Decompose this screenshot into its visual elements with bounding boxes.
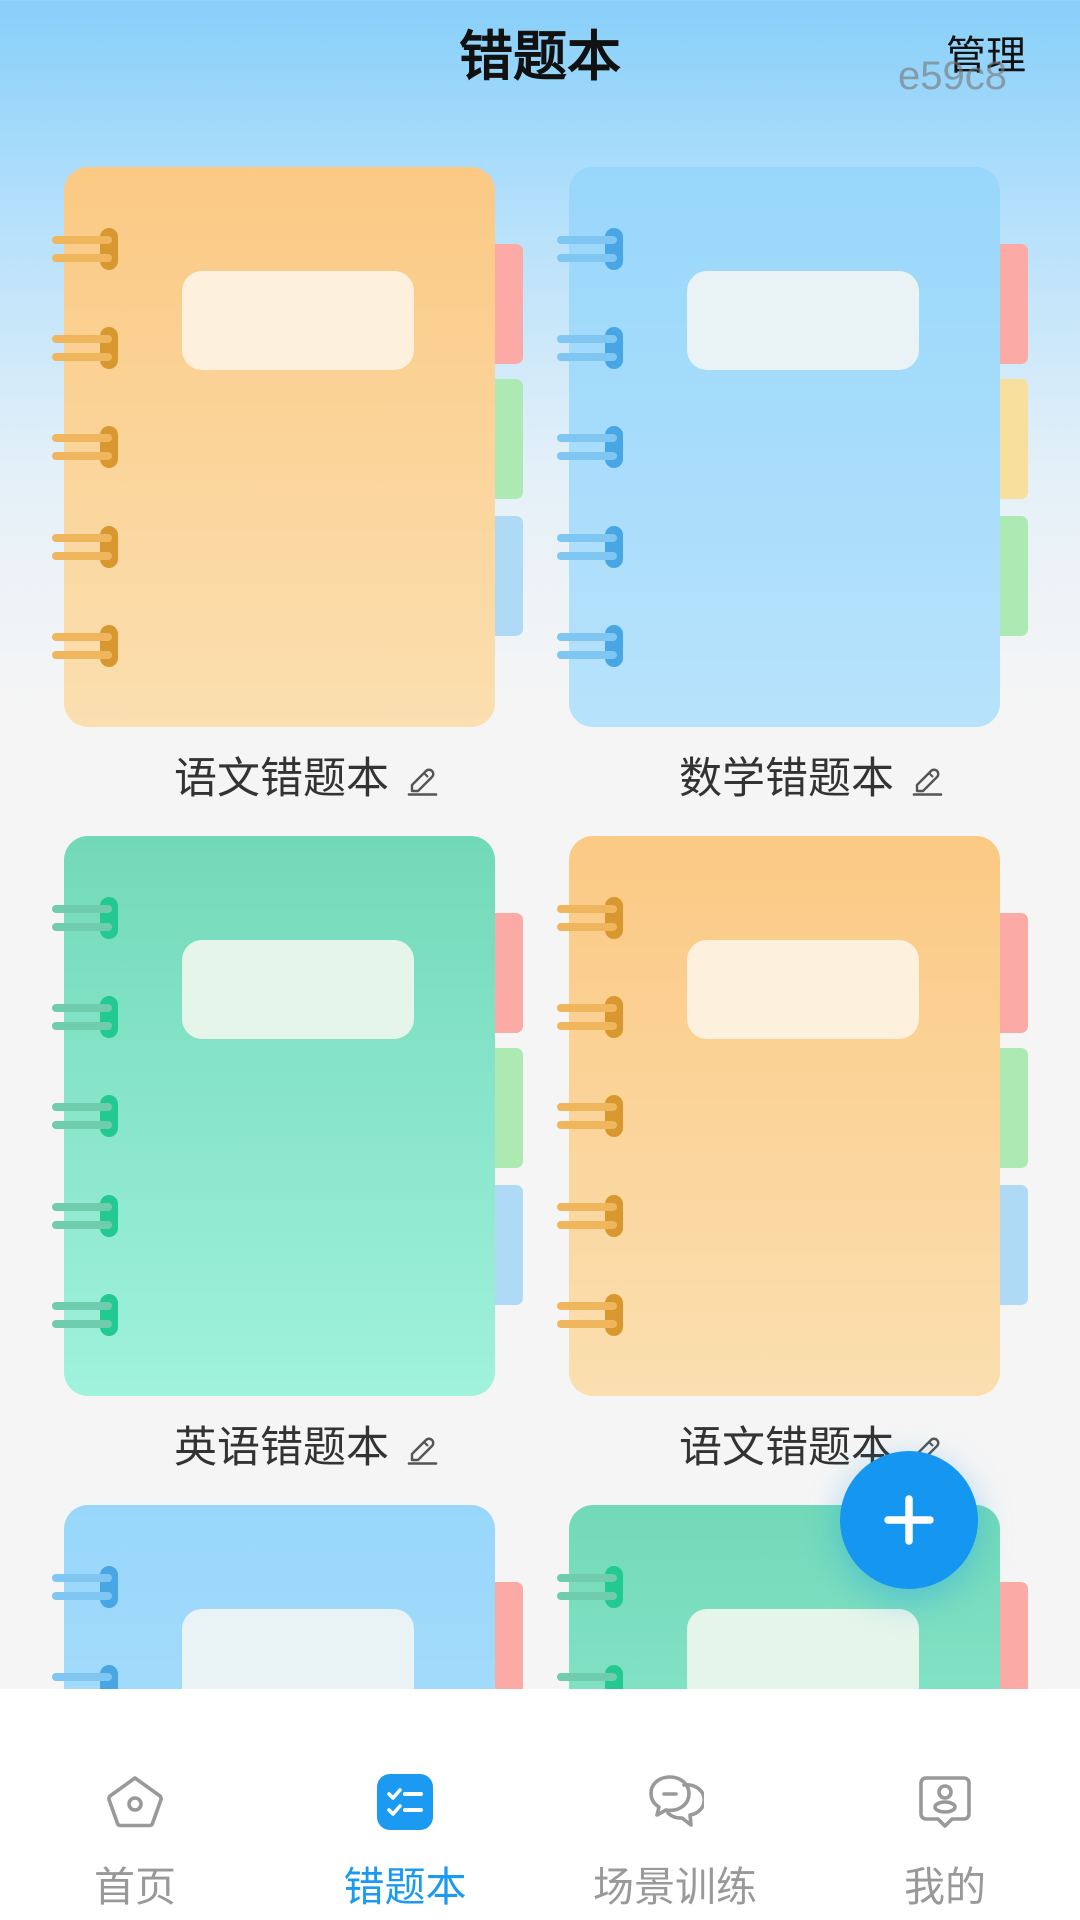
nav-label: 错题本: [343, 1863, 467, 1911]
plus-icon: [884, 1495, 934, 1545]
pencil-icon[interactable]: [405, 1431, 439, 1465]
notebook-tab: [492, 1048, 523, 1168]
notebook-name-row: 语文错题本: [679, 1424, 944, 1472]
notebook-tab: [997, 1582, 1028, 1702]
cover-label-box: [182, 271, 414, 370]
notebook-card[interactable]: 数学错题本: [557, 167, 1039, 827]
notebook-cover[interactable]: [64, 836, 495, 1396]
chat-icon: [646, 1773, 704, 1831]
notebook-cover[interactable]: [569, 836, 1000, 1396]
notebook-name-row: 数学错题本: [679, 755, 944, 803]
spiral-binding-icon: [557, 228, 623, 667]
cover-label-box: [687, 271, 919, 370]
notebook-name-row: 语文错题本: [174, 755, 439, 803]
notebook-name[interactable]: 语文错题本: [174, 754, 389, 804]
notebook-card[interactable]: 语文错题本: [557, 836, 1039, 1496]
notebook-tab: [997, 1048, 1028, 1168]
notebook-cover[interactable]: [569, 167, 1000, 727]
spiral-binding-icon: [52, 228, 118, 667]
pencil-icon[interactable]: [910, 762, 944, 796]
nav-label: 场景训练: [593, 1863, 757, 1911]
notebook-cover[interactable]: [64, 167, 495, 727]
notebook-card[interactable]: 英语错题本: [52, 836, 534, 1496]
nav-item-home[interactable]: 首页: [0, 1689, 270, 1920]
notebook-tab: [492, 244, 523, 364]
notebook-name[interactable]: 数学错题本: [679, 754, 894, 804]
cover-label-box: [182, 940, 414, 1039]
notebook-tab: [492, 379, 523, 499]
spiral-binding-icon: [52, 897, 118, 1336]
notebook-name[interactable]: 语文错题本: [679, 1423, 894, 1473]
notebook-tab: [492, 1582, 523, 1702]
spiral-binding-icon: [557, 897, 623, 1336]
checklist-icon: [376, 1773, 434, 1831]
notebook-tab: [492, 913, 523, 1033]
cover-label-box: [687, 940, 919, 1039]
profile-icon: [916, 1773, 974, 1831]
notebook-tab: [997, 379, 1028, 499]
bottom-nav: 首页 错题本 场景训练 我的: [0, 1689, 1080, 1920]
notebook-tab: [997, 516, 1028, 636]
notebook-tab: [997, 913, 1028, 1033]
pencil-icon[interactable]: [405, 762, 439, 796]
notebook-tab: [997, 244, 1028, 364]
page-title: 错题本: [459, 25, 621, 88]
notebook-tab: [492, 516, 523, 636]
nav-label: 首页: [94, 1863, 176, 1911]
nav-item-scenario-training[interactable]: 场景训练: [540, 1689, 810, 1920]
notebook-name[interactable]: 英语错题本: [174, 1423, 389, 1473]
nav-item-mistake-book[interactable]: 错题本: [270, 1689, 540, 1920]
notebook-name-row: 英语错题本: [174, 1424, 439, 1472]
nav-label: 我的: [904, 1863, 986, 1911]
nav-item-profile[interactable]: 我的: [810, 1689, 1080, 1920]
manage-button[interactable]: 管理: [946, 33, 1026, 79]
notebook-tab: [492, 1185, 523, 1305]
add-notebook-button[interactable]: [840, 1451, 978, 1589]
notebook-card[interactable]: 语文错题本: [52, 167, 534, 827]
home-icon: [106, 1773, 164, 1831]
notebook-tab: [997, 1185, 1028, 1305]
